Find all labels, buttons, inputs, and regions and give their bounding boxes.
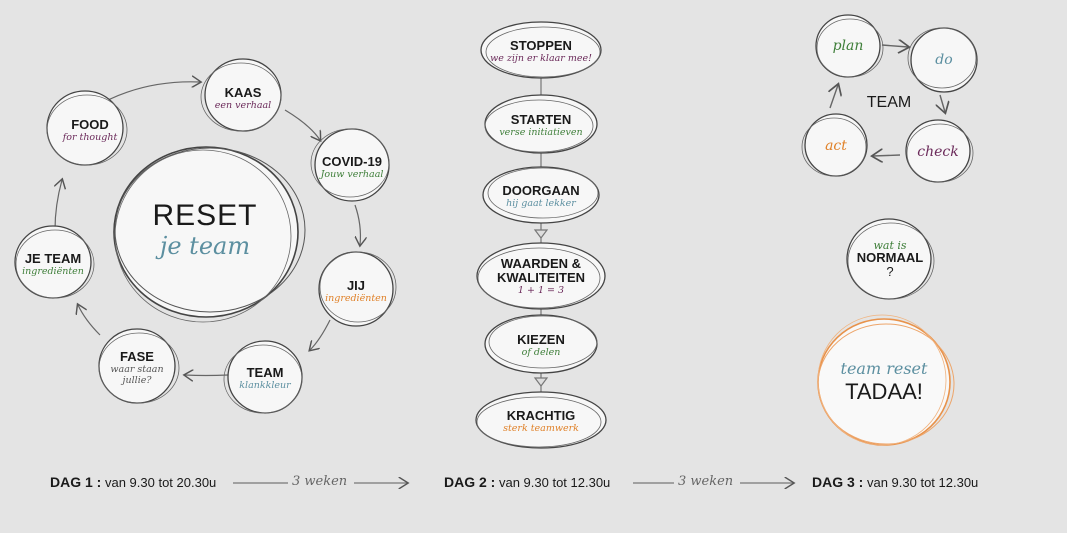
- arrow-food-kaas: [107, 82, 200, 101]
- day1-time: van 9.30 tot 20.30u: [104, 475, 217, 490]
- circle-tadaa: [817, 314, 955, 446]
- footer-day2: DAG 2 : van 9.30 tot 12.30u: [444, 474, 610, 490]
- day1-label: DAG 1 :: [50, 474, 102, 490]
- reset-circle: [113, 146, 306, 323]
- arrow-covid-jij: [355, 204, 360, 245]
- day3-node-circles: [801, 14, 978, 300]
- day2-time: van 9.30 tot 12.30u: [498, 475, 611, 490]
- arrow-plan-do: [881, 45, 908, 47]
- oval-starten: [484, 94, 598, 154]
- oval-waarden: [476, 242, 606, 310]
- day3-pdca-arrows: [830, 45, 945, 156]
- arrow-fase-jeteam: [78, 305, 101, 336]
- footer-weken1: 3 weken: [292, 474, 348, 489]
- day2-node-ovals: [475, 21, 607, 449]
- day2-label: DAG 2 :: [444, 474, 496, 490]
- arrow-do-check: [940, 94, 945, 112]
- oval-doorgaan: [482, 166, 600, 224]
- oval-krachtig: [475, 391, 607, 449]
- arrow-act-plan: [830, 85, 838, 109]
- oval-kiezen: [484, 314, 598, 374]
- arrow-jeteam-food: [55, 180, 62, 231]
- footer-day3: DAG 3 : van 9.30 tot 12.30u: [812, 474, 978, 490]
- footer-weken2: 3 weken: [678, 474, 734, 489]
- day1-node-circles: [14, 58, 397, 414]
- footer-day1: DAG 1 : van 9.30 tot 20.30u: [50, 474, 216, 490]
- arrow-kaas-covid: [284, 109, 320, 140]
- day3-time: van 9.30 tot 12.30u: [866, 475, 979, 490]
- arrow-check-act: [873, 155, 901, 156]
- day3-label: DAG 3 :: [812, 474, 864, 490]
- arrow-team-fase: [185, 375, 229, 376]
- footer-arrow-masks: [288, 472, 740, 492]
- oval-stoppen: [480, 21, 602, 79]
- arrow-jij-team: [310, 319, 331, 350]
